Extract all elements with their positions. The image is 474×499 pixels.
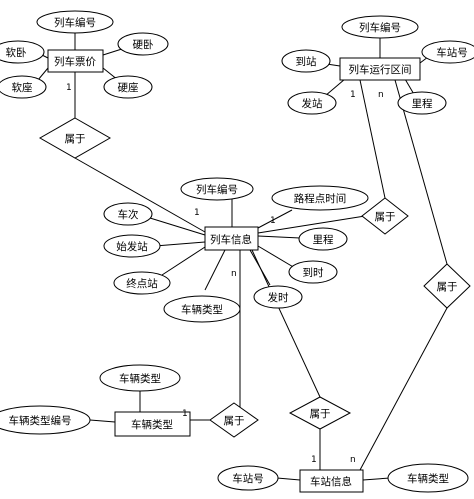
attribute-station-no: 车站号 bbox=[217, 465, 279, 491]
svg-text:硬卧: 硬卧 bbox=[133, 38, 154, 51]
relationship-vehicle-type-info: 属于 bbox=[209, 402, 259, 438]
svg-text:车辆类型: 车辆类型 bbox=[119, 372, 161, 385]
svg-text:发站: 发站 bbox=[302, 97, 323, 110]
svg-text:到时: 到时 bbox=[303, 267, 324, 279]
attribute-station-vehicle-type: 车辆类型 bbox=[387, 463, 469, 493]
attribute-route-train-no: 列车编号 bbox=[341, 15, 419, 39]
svg-text:到站: 到站 bbox=[296, 55, 317, 68]
entity-train-info: 列车信息 bbox=[204, 226, 259, 251]
attribute-fare-hard-seat: 硬座 bbox=[103, 75, 153, 99]
svg-text:车站号: 车站号 bbox=[232, 472, 264, 485]
attribute-info-departure-time: 发时 bbox=[253, 285, 303, 309]
attribute-info-mileage: 里程 bbox=[298, 227, 348, 251]
cardinality-station: 1 bbox=[311, 455, 317, 465]
attribute-info-terminal-station: 终点站 bbox=[113, 271, 171, 295]
attribute-route-arrival-station: 到站 bbox=[281, 49, 331, 73]
svg-text:列车运行区间: 列车运行区间 bbox=[349, 63, 412, 76]
svg-text:里程: 里程 bbox=[412, 98, 433, 110]
attribute-route-mileage: 里程 bbox=[397, 91, 447, 115]
svg-text:软卧: 软卧 bbox=[6, 46, 27, 59]
svg-text:终点站: 终点站 bbox=[126, 277, 158, 290]
entity-train-route: 列车运行区间 bbox=[339, 57, 421, 81]
svg-text:属于: 属于 bbox=[65, 133, 86, 145]
relationship-info-route: 属于 bbox=[361, 197, 409, 235]
cardinality-fare: 1 bbox=[66, 83, 72, 93]
svg-text:列车票价: 列车票价 bbox=[54, 55, 96, 68]
entity-vehicle-type: 车辆类型 bbox=[114, 411, 191, 437]
svg-text:车站号: 车站号 bbox=[436, 46, 468, 59]
attribute-info-route-point-time: 路程点时间 bbox=[271, 185, 369, 211]
attribute-vt-type: 车辆类型 bbox=[99, 364, 181, 392]
attribute-info-vehicle-type: 车辆类型 bbox=[163, 295, 241, 323]
svg-text:路程点时间: 路程点时间 bbox=[294, 192, 347, 205]
attribute-fare-hard-sleeper: 硬卧 bbox=[117, 32, 169, 56]
svg-text:列车信息: 列车信息 bbox=[210, 233, 252, 246]
svg-text:里程: 里程 bbox=[313, 234, 334, 246]
svg-text:列车编号: 列车编号 bbox=[54, 16, 96, 29]
cardinality-info-right: 1 bbox=[270, 216, 276, 226]
svg-text:车辆类型: 车辆类型 bbox=[131, 418, 173, 431]
svg-text:发时: 发时 bbox=[268, 291, 289, 304]
cardinality-info-top: 1 bbox=[194, 208, 200, 218]
svg-text:车辆类型编号: 车辆类型编号 bbox=[9, 414, 72, 427]
svg-text:硬座: 硬座 bbox=[118, 81, 139, 94]
svg-text:列车编号: 列车编号 bbox=[359, 21, 401, 34]
svg-text:车辆类型: 车辆类型 bbox=[181, 303, 223, 316]
attribute-fare-soft-seat: 软座 bbox=[0, 75, 47, 99]
attribute-info-train-seq: 车次 bbox=[103, 202, 153, 226]
svg-text:车次: 车次 bbox=[118, 208, 139, 221]
attribute-route-station-no: 车站号 bbox=[421, 40, 474, 64]
svg-text:软座: 软座 bbox=[12, 81, 33, 94]
entity-train-fare: 列车票价 bbox=[47, 49, 104, 73]
cardinality-route-left: 1 bbox=[350, 90, 356, 100]
cardinality-route-right: n bbox=[378, 90, 384, 100]
attribute-route-departure-station: 发站 bbox=[287, 91, 337, 115]
relationship-route-station: 属于 bbox=[423, 263, 471, 309]
connector-lines bbox=[37, 30, 448, 481]
relationship-fare-info: 属于 bbox=[38, 117, 112, 159]
cardinality-station-n: n bbox=[350, 455, 356, 465]
attribute-info-origin-station: 始发站 bbox=[103, 234, 161, 258]
svg-text:属于: 属于 bbox=[224, 415, 245, 427]
svg-text:车站信息: 车站信息 bbox=[310, 475, 352, 488]
attribute-vt-type-no: 车辆类型编号 bbox=[0, 405, 91, 435]
attribute-info-train-no: 列车编号 bbox=[180, 177, 254, 201]
cardinality-vehicle-type: 1 bbox=[182, 409, 188, 419]
svg-text:车辆类型: 车辆类型 bbox=[407, 472, 449, 485]
relationship-info-station: 属于 bbox=[288, 396, 352, 430]
svg-text:属于: 属于 bbox=[437, 281, 458, 293]
attribute-fare-train-no: 列车编号 bbox=[36, 10, 114, 34]
svg-text:始发站: 始发站 bbox=[116, 240, 148, 253]
svg-text:属于: 属于 bbox=[375, 211, 396, 223]
attribute-fare-soft-sleeper: 软卧 bbox=[0, 40, 45, 64]
svg-text:列车编号: 列车编号 bbox=[196, 183, 238, 196]
attribute-info-arrival-time: 到时 bbox=[288, 260, 338, 284]
svg-text:属于: 属于 bbox=[310, 408, 331, 420]
cardinality-info-bottom: n bbox=[231, 269, 237, 279]
entity-station-info: 车站信息 bbox=[299, 469, 364, 493]
